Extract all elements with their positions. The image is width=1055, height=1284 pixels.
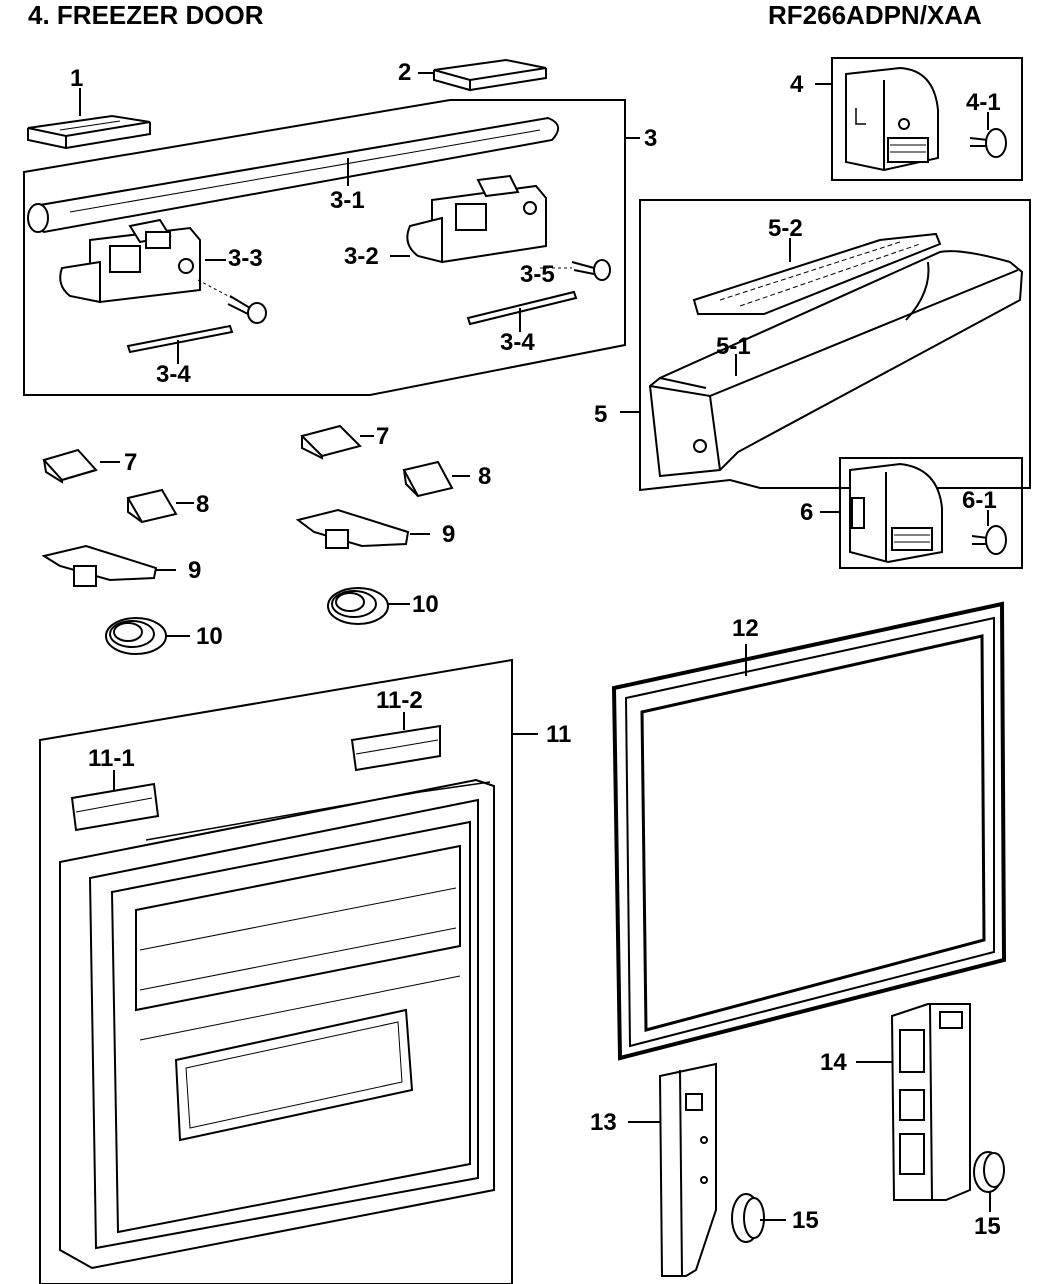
label-6-1: 6-1 xyxy=(962,487,997,514)
label-11-2: 11-2 xyxy=(376,687,423,714)
part-14-door-bracket[interactable] xyxy=(890,1003,971,1201)
assembly-5-box xyxy=(639,199,1031,492)
label-8-right: 8 xyxy=(478,463,491,490)
label-3-1: 3-1 xyxy=(330,187,365,214)
part-12-door-gasket[interactable] xyxy=(611,601,1007,1061)
label-11: 11 xyxy=(546,721,571,748)
label-15-right: 15 xyxy=(974,1213,1001,1240)
part-9-lever-right[interactable] xyxy=(295,508,410,549)
part-3-4-pin-left[interactable] xyxy=(126,324,234,354)
part-10-spring-right[interactable] xyxy=(327,587,389,625)
label-10-left: 10 xyxy=(196,623,223,650)
label-4-1: 4-1 xyxy=(966,89,1001,116)
label-4: 4 xyxy=(790,71,804,98)
part-2-hinge-cover[interactable] xyxy=(433,58,547,92)
part-7-stopper-left[interactable] xyxy=(42,448,98,484)
part-4-cap-left[interactable] xyxy=(845,66,939,172)
label-14: 14 xyxy=(820,1049,847,1076)
part-10-spring-left[interactable] xyxy=(105,617,167,655)
label-9-right: 9 xyxy=(442,521,455,548)
label-15-left: 15 xyxy=(792,1207,819,1234)
label-2: 2 xyxy=(398,59,411,86)
label-3: 3 xyxy=(644,125,657,152)
label-10-right: 10 xyxy=(412,591,439,618)
part-4-1-screw[interactable] xyxy=(969,128,1007,158)
part-3-5-screw-left[interactable] xyxy=(227,295,267,324)
part-6-1-screw[interactable] xyxy=(971,525,1007,555)
part-5-1-door-guard-bin[interactable] xyxy=(648,250,1024,478)
assembly-3-box xyxy=(23,99,626,396)
label-5-1: 5-1 xyxy=(716,333,751,360)
part-3-4-pin-right[interactable] xyxy=(466,290,578,326)
section-title: 4. FREEZER DOOR xyxy=(28,0,264,30)
label-6: 6 xyxy=(800,499,813,526)
part-3-2-hinge-bracket-right[interactable] xyxy=(406,174,547,264)
label-11-1: 11-1 xyxy=(88,745,135,772)
label-7-left: 7 xyxy=(124,449,137,476)
part-5-2-bin-cover[interactable] xyxy=(692,232,942,315)
part-1-hinge-cover[interactable] xyxy=(27,114,151,150)
part-7-stopper-right[interactable] xyxy=(300,424,362,460)
label-3-4-left: 3-4 xyxy=(156,361,191,388)
part-11-1-bracket[interactable] xyxy=(70,782,160,832)
part-9-lever-left[interactable] xyxy=(41,544,158,587)
label-5-2: 5-2 xyxy=(768,215,803,242)
label-7-right: 7 xyxy=(376,423,389,450)
part-3-1-handle-tube[interactable] xyxy=(27,116,559,234)
label-8-left: 8 xyxy=(196,491,209,518)
label-3-5: 3-5 xyxy=(520,261,555,288)
assembly-11-box xyxy=(39,658,513,1284)
label-9-left: 9 xyxy=(188,557,201,584)
label-3-4-right: 3-4 xyxy=(500,329,535,356)
assembly-4-box xyxy=(831,57,1023,181)
part-11-door-assembly[interactable] xyxy=(59,778,495,1270)
part-11-2-bracket[interactable] xyxy=(350,724,441,772)
part-15-cap-left[interactable] xyxy=(731,1193,765,1243)
part-15-cap-right[interactable] xyxy=(973,1151,1005,1193)
label-3-2: 3-2 xyxy=(344,243,379,270)
label-5: 5 xyxy=(594,401,607,428)
label-13: 13 xyxy=(590,1109,617,1136)
label-12: 12 xyxy=(732,615,759,642)
label-3-3: 3-3 xyxy=(228,245,263,272)
part-8-stopper-left[interactable] xyxy=(126,488,178,524)
part-13-door-bracket[interactable] xyxy=(658,1062,717,1277)
model-number: RF266ADPN/XAA xyxy=(768,0,982,30)
label-1: 1 xyxy=(70,65,83,92)
part-8-stopper-right[interactable] xyxy=(402,460,454,498)
part-3-3-hinge-bracket-left[interactable] xyxy=(59,218,201,304)
part-6-cap-right[interactable] xyxy=(849,462,943,564)
part-3-5-screw-right[interactable] xyxy=(571,259,611,281)
